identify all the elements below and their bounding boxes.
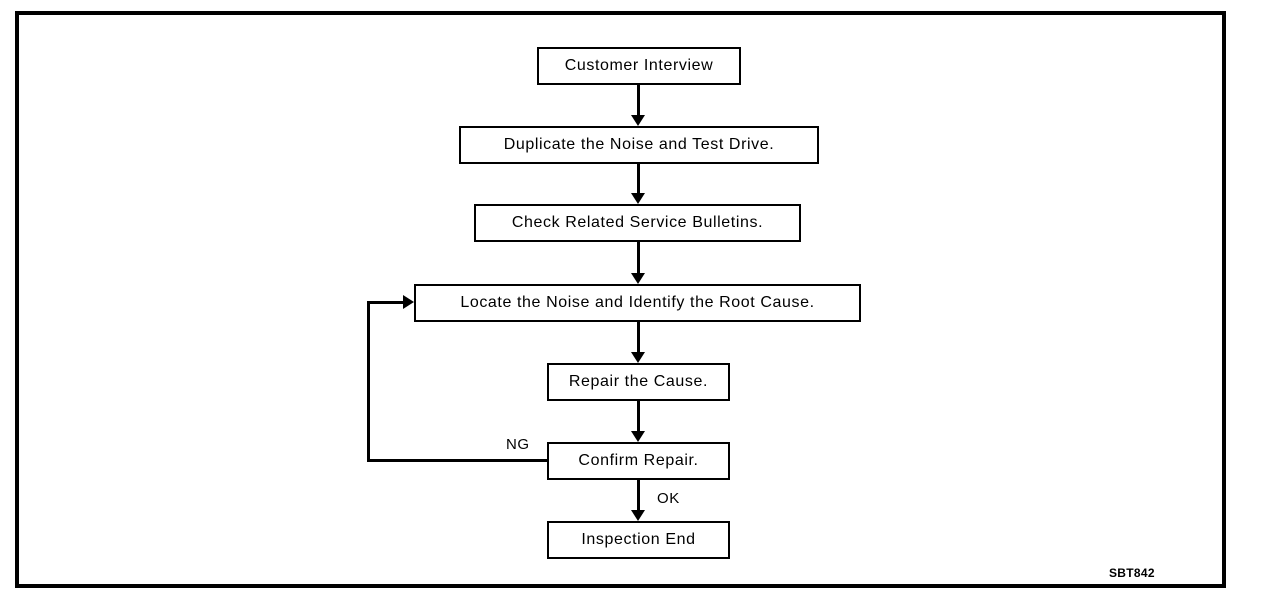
flow-node-label: Inspection End	[581, 531, 696, 548]
arrowhead-right-icon	[403, 295, 414, 309]
connector-bulletins-to-locate	[637, 242, 640, 275]
connector-confirm-to-end-ok	[637, 480, 640, 512]
flow-node-inspection-end: Inspection End	[547, 521, 730, 559]
flow-node-locate-noise: Locate the Noise and Identify the Root C…	[414, 284, 861, 322]
connector-duplicate-to-bulletins	[637, 164, 640, 195]
edge-label-ng: NG	[506, 436, 530, 453]
arrowhead-down-icon	[631, 352, 645, 363]
edge-label-ok: OK	[657, 490, 680, 507]
flow-node-confirm-repair: Confirm Repair.	[547, 442, 730, 480]
flow-node-label: Confirm Repair.	[578, 452, 699, 469]
arrowhead-down-icon	[631, 273, 645, 284]
connector-ng-horizontal-bottom	[367, 459, 549, 462]
flow-node-label: Check Related Service Bulletins.	[511, 214, 764, 231]
connector-locate-to-repair	[637, 322, 640, 354]
connector-ng-vertical	[367, 303, 370, 462]
connector-interview-to-duplicate	[637, 85, 640, 118]
flow-node-check-bulletins: Check Related Service Bulletins.	[474, 204, 801, 242]
arrowhead-down-icon	[631, 115, 645, 126]
connector-repair-to-confirm	[637, 401, 640, 434]
arrowhead-down-icon	[631, 510, 645, 521]
flow-node-repair-cause: Repair the Cause.	[547, 363, 730, 401]
figure-border-frame: Customer Interview Duplicate the Noise a…	[15, 11, 1226, 588]
flow-node-label: Repair the Cause.	[568, 373, 709, 390]
connector-ng-horizontal-top	[367, 301, 405, 304]
flow-node-duplicate-noise: Duplicate the Noise and Test Drive.	[459, 126, 819, 164]
flow-node-label: Locate the Noise and Identify the Root C…	[460, 294, 815, 311]
figure-code-label: SBT842	[1109, 566, 1155, 580]
arrowhead-down-icon	[631, 193, 645, 204]
flow-node-label: Customer Interview	[564, 57, 714, 74]
flow-node-customer-interview: Customer Interview	[537, 47, 741, 85]
flow-node-label: Duplicate the Noise and Test Drive.	[503, 136, 775, 153]
arrowhead-down-icon	[631, 431, 645, 442]
